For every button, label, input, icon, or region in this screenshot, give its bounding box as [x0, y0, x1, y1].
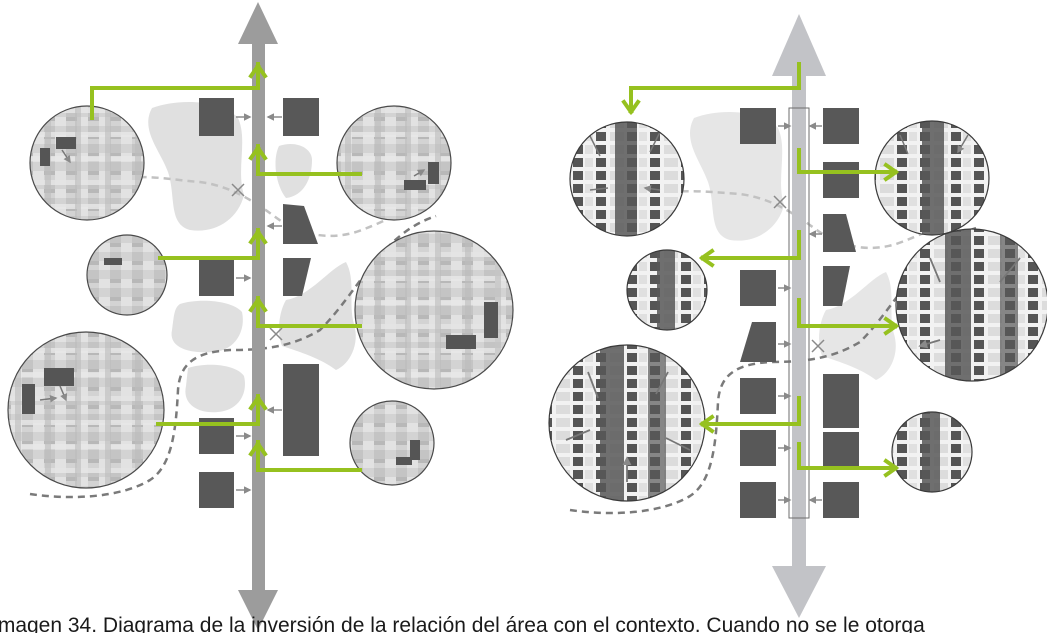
left-circle-2 — [337, 106, 451, 220]
right-circle-4 — [896, 229, 1047, 381]
right-circle-6 — [892, 412, 972, 492]
figure-caption: Imagen 34. Diagrama de la inversión de l… — [0, 610, 1047, 633]
right-diagram — [548, 14, 1047, 618]
right-green-connectors — [621, 62, 899, 478]
right-circle-3 — [627, 250, 707, 330]
right-cross-markers — [773, 195, 825, 353]
left-building-blocks — [199, 98, 319, 508]
right-zoom-circles — [548, 120, 1047, 502]
left-circle-3 — [87, 235, 167, 315]
right-building-blocks — [740, 108, 859, 518]
right-circle-5 — [549, 345, 705, 501]
left-circle-1 — [30, 106, 144, 220]
left-circle-4 — [355, 231, 513, 389]
left-circle-6 — [350, 401, 434, 485]
right-dashed-paths — [569, 190, 977, 515]
right-circle-2 — [875, 121, 989, 235]
right-block-arrows — [778, 122, 822, 504]
right-circle-1 — [570, 122, 684, 236]
figure-caption-text: Imagen 34. Diagrama de la inversión de l… — [0, 614, 925, 633]
right-spine-frame — [788, 107, 810, 519]
left-circle-5 — [8, 332, 164, 488]
left-green-connectors — [90, 62, 362, 472]
left-block-arrows — [236, 113, 282, 494]
left-zoom-circles — [7, 105, 514, 489]
left-diagram — [7, 2, 514, 630]
left-cross-markers — [231, 183, 283, 341]
